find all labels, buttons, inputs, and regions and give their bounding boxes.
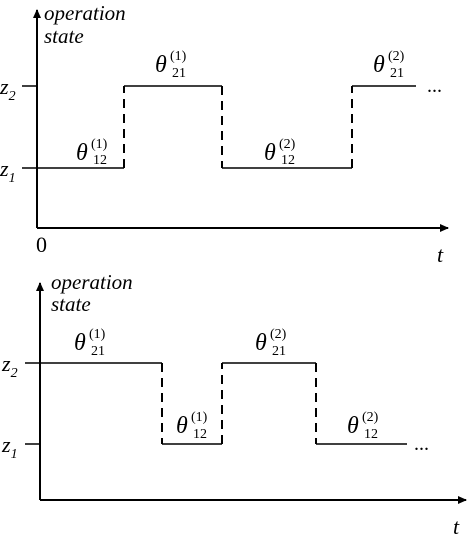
top-level-z2: z2 bbox=[0, 74, 16, 104]
top-interval-label-1: θ (1) 12 bbox=[76, 137, 108, 168]
svg-text:21: 21 bbox=[91, 344, 105, 359]
svg-text:(2): (2) bbox=[279, 137, 296, 152]
svg-text:θ: θ bbox=[373, 52, 385, 78]
top-level-z1: z1 bbox=[0, 156, 16, 186]
svg-text:(2): (2) bbox=[270, 327, 287, 342]
svg-text:θ: θ bbox=[155, 52, 167, 78]
svg-text:θ: θ bbox=[264, 140, 276, 166]
top-x-axis-label: t bbox=[437, 242, 444, 267]
top-ellipsis: ... bbox=[427, 75, 442, 97]
bottom-level-z1: z1 bbox=[1, 432, 18, 462]
svg-text:12: 12 bbox=[93, 153, 107, 168]
svg-text:(1): (1) bbox=[89, 327, 106, 342]
svg-text:(2): (2) bbox=[362, 410, 379, 425]
bottom-interval-label-1: θ (1) 21 bbox=[74, 327, 106, 359]
top-interval-label-3: θ (2) 12 bbox=[264, 137, 296, 168]
bottom-interval-label-3: θ (2) 21 bbox=[255, 327, 287, 359]
svg-text:12: 12 bbox=[193, 427, 207, 442]
top-interval-label-2: θ (1) 21 bbox=[155, 49, 187, 81]
svg-text:21: 21 bbox=[172, 66, 186, 81]
bottom-x-axis-label: t bbox=[453, 514, 460, 539]
bottom-y-axis-label-line1: operation bbox=[51, 270, 133, 294]
top-y-axis-label-line1: operation bbox=[44, 1, 126, 25]
svg-text:21: 21 bbox=[272, 344, 286, 359]
top-interval-label-4: θ (2) 21 bbox=[373, 49, 405, 81]
svg-text:θ: θ bbox=[74, 330, 86, 356]
svg-text:θ: θ bbox=[76, 140, 88, 166]
svg-text:(1): (1) bbox=[91, 137, 108, 152]
top-panel: operation state 0 t z2 z1 ... θ (1) 12 θ… bbox=[0, 1, 449, 267]
svg-text:12: 12 bbox=[364, 427, 378, 442]
svg-text:(2): (2) bbox=[388, 49, 405, 64]
bottom-interval-label-4: θ (2) 12 bbox=[347, 410, 379, 442]
bottom-ellipsis: ... bbox=[414, 433, 429, 455]
svg-text:θ: θ bbox=[176, 413, 188, 439]
svg-text:(1): (1) bbox=[191, 410, 208, 425]
bottom-y-axis-label-line2: state bbox=[51, 292, 91, 316]
bottom-level-z2: z2 bbox=[1, 351, 18, 381]
top-origin-label: 0 bbox=[36, 232, 47, 257]
svg-text:θ: θ bbox=[255, 330, 267, 356]
bottom-panel: operation state t z2 z1 ... θ (1) 21 θ (… bbox=[1, 270, 467, 539]
bottom-interval-label-2: θ (1) 12 bbox=[176, 410, 208, 442]
svg-text:12: 12 bbox=[281, 153, 295, 168]
top-y-axis-label-line2: state bbox=[44, 24, 84, 48]
svg-text:21: 21 bbox=[390, 66, 404, 81]
svg-text:(1): (1) bbox=[170, 49, 187, 64]
svg-text:θ: θ bbox=[347, 413, 359, 439]
